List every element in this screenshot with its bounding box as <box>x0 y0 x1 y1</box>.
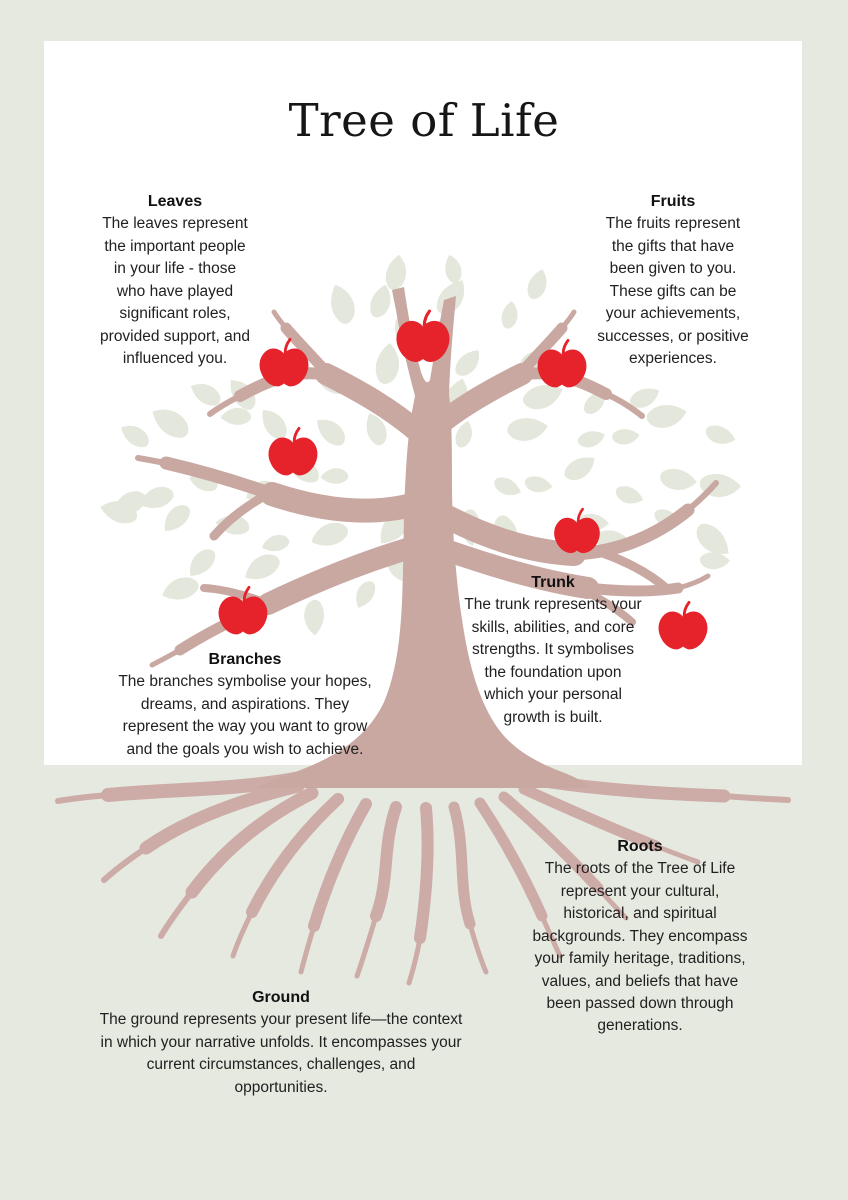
section-leaves: Leaves The leaves represent the importan… <box>60 190 290 370</box>
tree-roots <box>55 771 791 986</box>
leaf-icon <box>451 344 486 381</box>
leaf-icon <box>307 518 352 552</box>
apple-icon <box>657 600 709 651</box>
leaf-icon <box>611 427 641 446</box>
leaf-icon <box>255 403 293 444</box>
leaf-icon <box>644 401 689 431</box>
section-heading: Roots <box>617 838 663 855</box>
leaf-icon <box>699 552 731 570</box>
leaf-icon <box>373 341 402 386</box>
leaf-icon <box>523 474 554 495</box>
leaf-icon <box>703 422 738 449</box>
leaf-icon <box>158 573 202 605</box>
section-ground: Ground The ground represents your presen… <box>71 986 491 1099</box>
section-roots: Roots The roots of the Tree of Life repr… <box>508 835 772 1038</box>
section-heading: Leaves <box>147 193 203 210</box>
leaf-icon <box>350 577 379 612</box>
leaf-icon <box>658 466 699 493</box>
leaf-icon <box>311 412 351 451</box>
section-heading: Fruits <box>650 193 696 210</box>
leaf-icon <box>442 253 464 285</box>
leaf-icon <box>183 544 220 582</box>
leaf-icon <box>383 253 410 292</box>
leaf-icon <box>116 419 153 452</box>
page-title: Tree of Life <box>288 94 560 147</box>
leaf-icon <box>325 281 360 327</box>
leaf-icon <box>524 266 552 302</box>
section-branches: Branches The branches symbolise your hop… <box>90 648 400 761</box>
section-body: The leaves represent the important peopl… <box>100 215 250 367</box>
section-body: The roots of the Tree of Life represent … <box>532 860 748 1035</box>
section-heading: Branches <box>208 651 282 668</box>
section-heading: Trunk <box>531 574 575 591</box>
leaf-icon <box>506 415 550 443</box>
leaf-icon <box>146 401 194 444</box>
leaf-icon <box>320 467 349 485</box>
leaf-icon <box>491 474 524 500</box>
section-body: The fruits represent the gifts that have… <box>597 215 749 367</box>
section-body: The branches symbolise your hopes, dream… <box>118 673 372 758</box>
section-fruits: Fruits The fruits represent the gifts th… <box>557 190 789 370</box>
tree-trunk <box>258 287 590 788</box>
leaf-icon <box>220 407 252 426</box>
leaf-icon <box>303 599 325 636</box>
leaf-icon <box>613 483 646 508</box>
leaf-icon <box>576 427 608 451</box>
leaf-icon <box>259 532 291 555</box>
section-heading: Ground <box>252 989 310 1006</box>
section-body: The trunk represents your skills, abilit… <box>464 596 642 726</box>
leaf-icon <box>239 548 284 587</box>
leaf-icon <box>499 299 520 330</box>
leaf-icon <box>560 450 600 486</box>
section-trunk: Trunk The trunk represents your skills, … <box>443 571 663 729</box>
section-body: The ground represents your present life—… <box>99 1011 463 1096</box>
